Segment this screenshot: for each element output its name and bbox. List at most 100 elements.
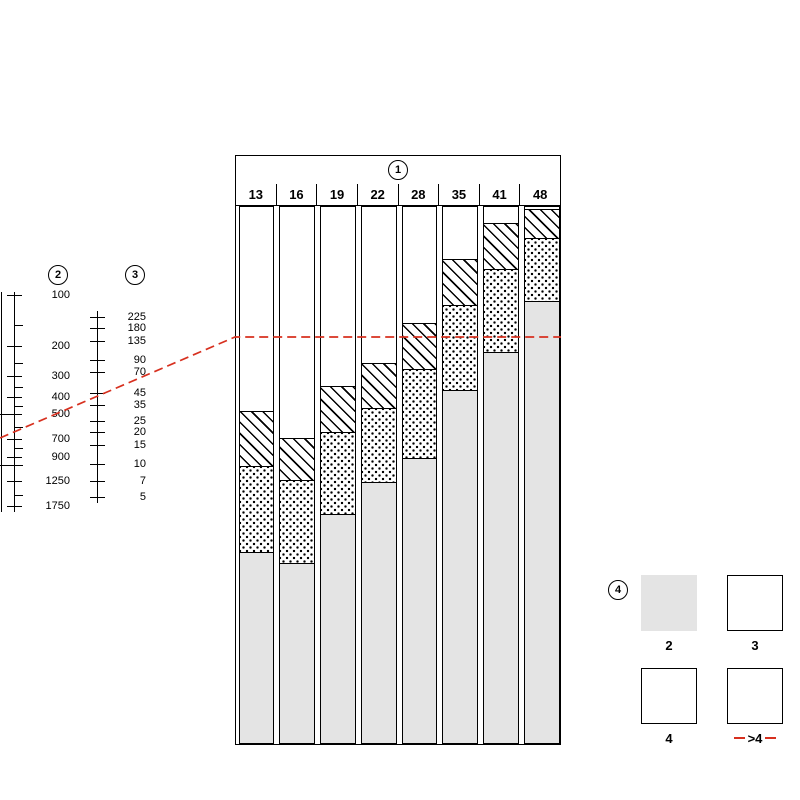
scale-3-label-10: 10 bbox=[133, 458, 146, 470]
segment-hatch-28 bbox=[402, 323, 437, 369]
scale-2-minor-tick bbox=[14, 325, 23, 327]
scale-2-tick-1750 bbox=[7, 506, 22, 508]
segment-dots-13 bbox=[239, 466, 274, 552]
bar-16 bbox=[279, 206, 315, 744]
scale-2-label-200: 200 bbox=[51, 340, 70, 352]
column-header-35: 35 bbox=[438, 184, 479, 205]
scale-2-tick-100 bbox=[7, 295, 22, 297]
legend-label-gt4: >4 bbox=[727, 730, 783, 746]
segment-gray-13 bbox=[239, 552, 274, 743]
legend-label-2: 2 bbox=[665, 637, 673, 653]
scale-2-tick-200 bbox=[7, 346, 22, 348]
bar-22 bbox=[360, 206, 397, 744]
segment-dots-19 bbox=[321, 432, 355, 514]
bar-41 bbox=[483, 206, 519, 744]
scale-3-label-135: 135 bbox=[127, 335, 146, 347]
scale-3-label-7: 7 bbox=[139, 475, 146, 487]
scale-3-tick-180 bbox=[90, 328, 105, 330]
scale-2-badge: 2 bbox=[48, 265, 68, 285]
panel-1-number: 1 bbox=[394, 164, 402, 176]
legend-gt4-text: >4 bbox=[747, 730, 763, 746]
legend-swatch-white bbox=[727, 668, 783, 724]
cropped-left-axis-tick bbox=[0, 465, 15, 467]
legend-label-4: 4 bbox=[665, 730, 673, 746]
legend-swatch-hatch bbox=[641, 668, 697, 724]
scale-2-tick-400 bbox=[7, 397, 22, 399]
bar-19 bbox=[320, 206, 356, 744]
legend-badge: 4 bbox=[608, 580, 628, 600]
segment-gray-48 bbox=[524, 301, 559, 743]
bar-28 bbox=[401, 206, 438, 744]
scale-2-minor-tick bbox=[14, 363, 23, 365]
bar-13 bbox=[238, 206, 275, 744]
scale-2-label-300: 300 bbox=[51, 370, 70, 382]
scale-3-label-5: 5 bbox=[139, 491, 146, 503]
scale-2-label-1250: 1250 bbox=[45, 475, 70, 487]
scale-2-minor-tick bbox=[14, 495, 23, 497]
legend-number: 4 bbox=[614, 584, 622, 596]
scale-2-minor-tick bbox=[14, 387, 23, 389]
scale-2-tick-900 bbox=[7, 457, 22, 459]
scale-3-tick-10 bbox=[90, 464, 105, 466]
segment-hatch-19 bbox=[321, 386, 355, 432]
segment-gray-16 bbox=[280, 563, 314, 743]
segment-hatch-48 bbox=[524, 209, 559, 238]
segment-hatch-13 bbox=[239, 411, 274, 466]
scale-2-label-1750: 1750 bbox=[45, 500, 70, 512]
scale-3-label-15: 15 bbox=[133, 439, 146, 451]
scale-3-number: 3 bbox=[131, 269, 139, 281]
segment-dots-28 bbox=[402, 369, 437, 458]
segment-gray-41 bbox=[484, 352, 518, 743]
red-dash-left bbox=[733, 737, 745, 739]
segment-dots-35 bbox=[443, 305, 477, 390]
scale-2-tick-700 bbox=[7, 439, 22, 441]
scale-2-minor-tick bbox=[14, 465, 23, 467]
scale-2-label-100: 100 bbox=[51, 289, 70, 301]
segment-dots-48 bbox=[524, 238, 559, 301]
scale-2-tick-300 bbox=[7, 376, 22, 378]
scale-2-tick-1250 bbox=[7, 481, 22, 483]
segment-hatch-35 bbox=[443, 259, 477, 305]
scale-3-tick-5 bbox=[90, 497, 105, 499]
column-header-13: 13 bbox=[248, 187, 264, 202]
legend-swatch-gray bbox=[641, 575, 697, 631]
column-header-28: 28 bbox=[397, 184, 439, 205]
scale-3-tick-15 bbox=[90, 445, 105, 447]
segment-gray-22 bbox=[361, 482, 396, 743]
scale-2-label-900: 900 bbox=[51, 451, 70, 463]
scale-2-minor-tick bbox=[14, 448, 23, 450]
segment-hatch-41 bbox=[484, 223, 518, 269]
column-header-22: 22 bbox=[356, 184, 398, 205]
scale-3-tick-7 bbox=[90, 481, 105, 483]
red-dash-right bbox=[765, 737, 777, 739]
scale-3-label-35: 35 bbox=[133, 399, 146, 411]
panel-1-badge: 1 bbox=[388, 160, 408, 180]
legend-swatch-dots bbox=[727, 575, 783, 631]
bars-area bbox=[236, 206, 560, 744]
scale-2-label-400: 400 bbox=[51, 391, 70, 403]
scale-2-minor-tick bbox=[14, 406, 23, 408]
scale-3-label-180: 180 bbox=[127, 322, 146, 334]
scale-2-label-700: 700 bbox=[51, 433, 70, 445]
column-header-16: 16 bbox=[275, 184, 317, 205]
cropped-left-axis bbox=[1, 292, 3, 512]
scale-3-label-225: 225 bbox=[127, 311, 146, 323]
segment-gray-28 bbox=[402, 458, 437, 743]
segment-dots-41 bbox=[484, 269, 518, 352]
scale-2-minor-tick bbox=[14, 427, 23, 429]
legend-label-3: 3 bbox=[751, 637, 759, 653]
segment-gray-35 bbox=[443, 390, 477, 743]
segment-dots-22 bbox=[361, 408, 396, 482]
bar-35 bbox=[442, 206, 478, 744]
scale-3-tick-225 bbox=[90, 317, 105, 319]
column-header-41: 41 bbox=[478, 184, 520, 205]
column-header-48: 48 bbox=[519, 184, 560, 205]
cropped-left-axis-tick bbox=[0, 414, 15, 416]
segment-hatch-16 bbox=[280, 438, 314, 480]
segment-hatch-22 bbox=[361, 363, 396, 408]
column-header-19: 19 bbox=[316, 184, 357, 205]
segment-gray-19 bbox=[321, 514, 355, 743]
